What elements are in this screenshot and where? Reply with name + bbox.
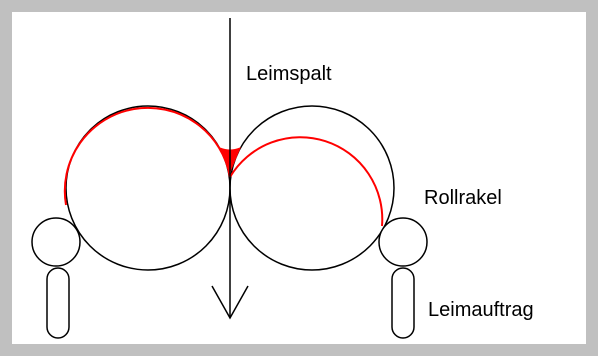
right-doctor-support bbox=[391, 267, 415, 339]
left-doctor-support bbox=[46, 267, 70, 339]
right-main-roll bbox=[229, 105, 395, 271]
label-leimauftrag: Leimauftrag bbox=[428, 299, 534, 321]
label-rollrakel: Rollrakel bbox=[424, 187, 502, 209]
left-roll-glue-film bbox=[63, 106, 231, 206]
label-leimspalt: Leimspalt bbox=[246, 63, 332, 85]
right-roll-glue-film bbox=[229, 136, 384, 227]
right-doctor-roll bbox=[378, 217, 428, 267]
web-direction-arrowhead bbox=[211, 285, 249, 320]
left-doctor-roll bbox=[31, 217, 81, 267]
